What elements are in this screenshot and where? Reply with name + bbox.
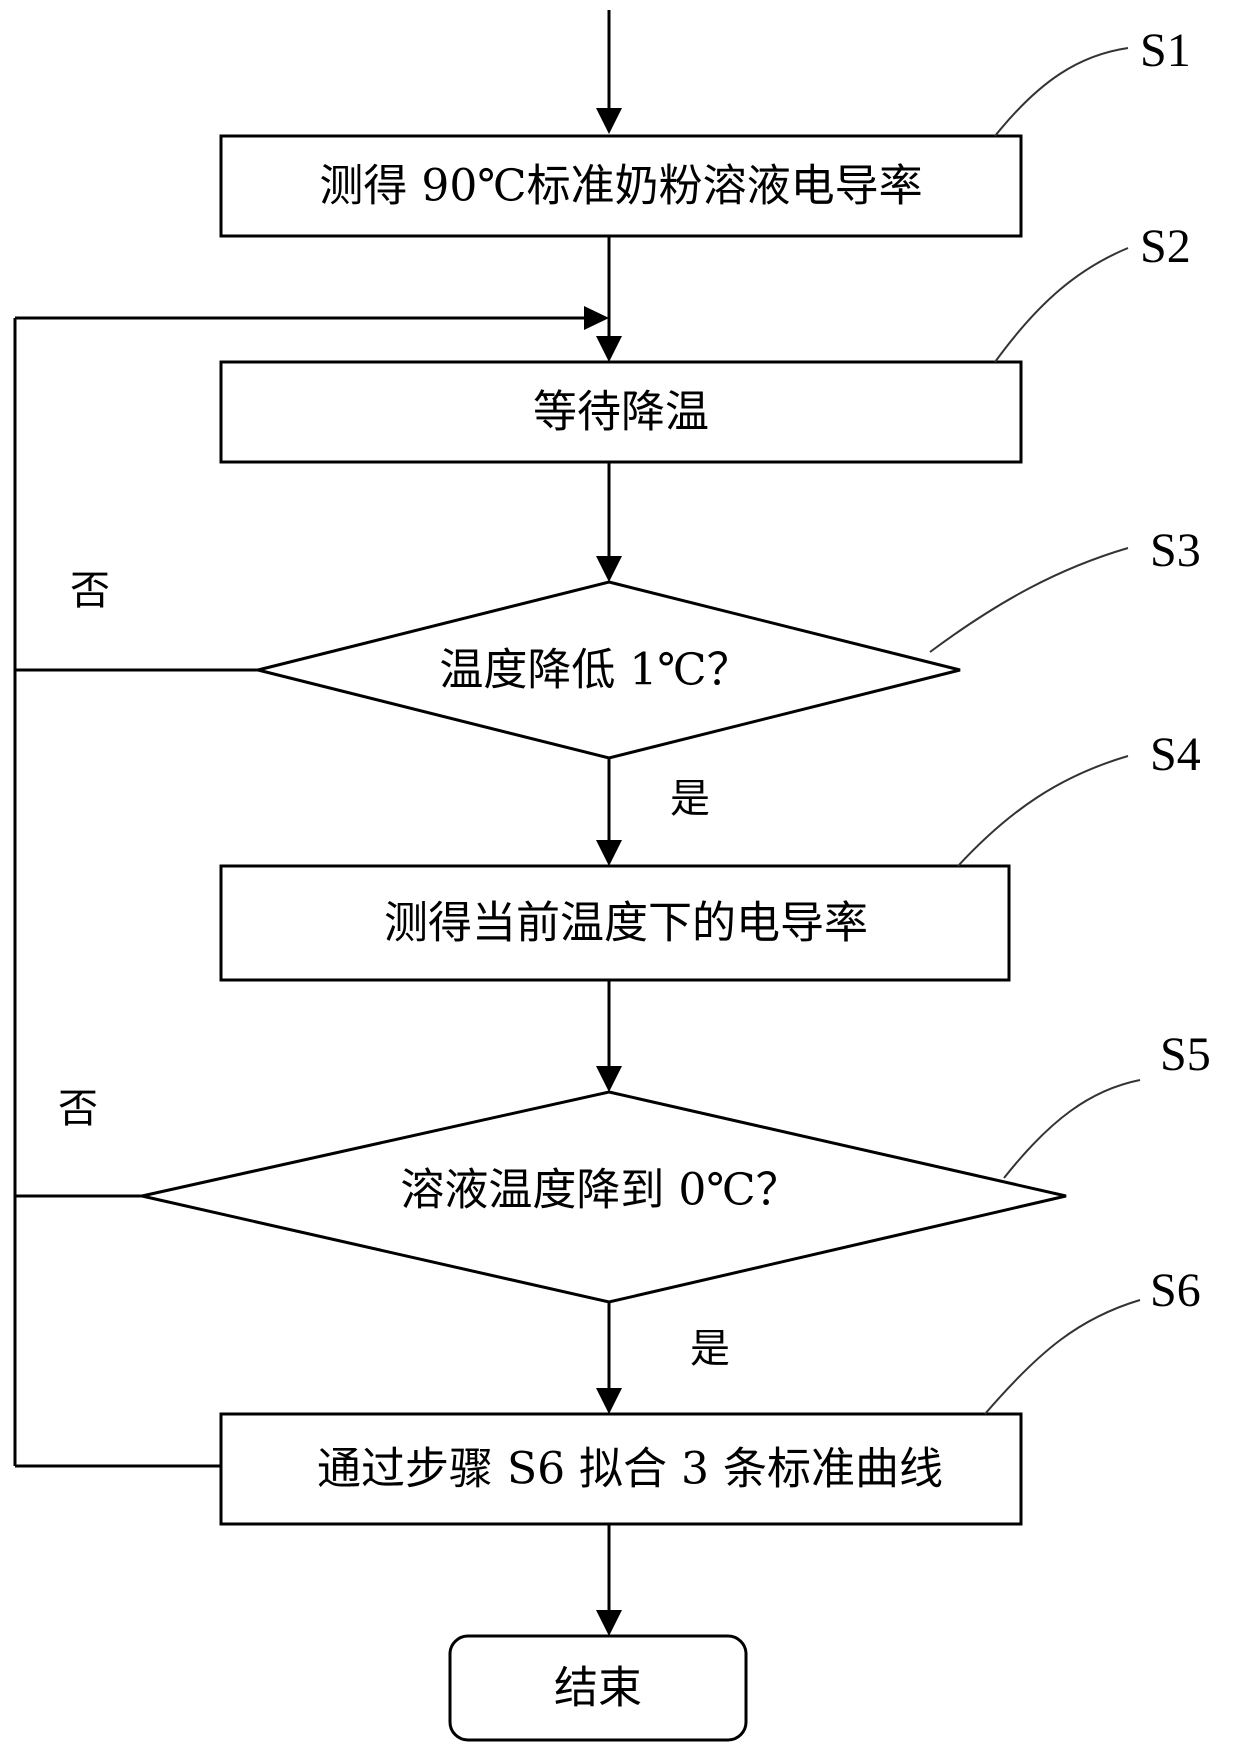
arrowhead-end <box>596 1610 622 1636</box>
s5-yes-label: 是 <box>690 1326 730 1372</box>
step-s5-tag: S5 <box>1160 1028 1211 1081</box>
step-s1-tag: S1 <box>1140 24 1191 77</box>
leader-s4 <box>958 756 1128 866</box>
arrowhead-s5 <box>596 1066 622 1092</box>
leader-s6 <box>985 1300 1140 1414</box>
step-s1-text: 测得 90℃标准奶粉溶液电导率 <box>319 161 922 212</box>
arrowhead-s4 <box>596 840 622 866</box>
s3-no-label: 否 <box>70 568 110 614</box>
s5-no-label: 否 <box>58 1086 98 1132</box>
entry-arrowhead <box>596 108 622 134</box>
step-s2-tag: S2 <box>1140 220 1191 273</box>
step-s6-tag: S6 <box>1150 1264 1201 1317</box>
step-s5-text: 溶液温度降到 0℃？ <box>400 1165 799 1216</box>
step-s6-text: 通过步骤 S6 拟合 3 条标准曲线 <box>317 1444 943 1495</box>
step-s3-text: 温度降低 1℃？ <box>439 645 750 696</box>
step-s4-tag: S4 <box>1150 728 1201 781</box>
step-s3-tag: S3 <box>1150 524 1201 577</box>
step-s2-text: 等待降温 <box>533 387 709 438</box>
arrowhead-s2 <box>596 336 622 362</box>
end-text: 结束 <box>554 1663 642 1714</box>
leader-s5 <box>1004 1080 1140 1178</box>
leader-s3 <box>930 548 1128 652</box>
leader-s1 <box>995 48 1128 136</box>
s3-yes-label: 是 <box>670 776 710 822</box>
arrowhead-s3 <box>596 556 622 582</box>
leader-s2 <box>995 248 1128 362</box>
loop-arrowhead <box>584 306 609 330</box>
step-s4-text: 测得当前温度下的电导率 <box>384 898 868 949</box>
arrowhead-s6 <box>596 1388 622 1414</box>
